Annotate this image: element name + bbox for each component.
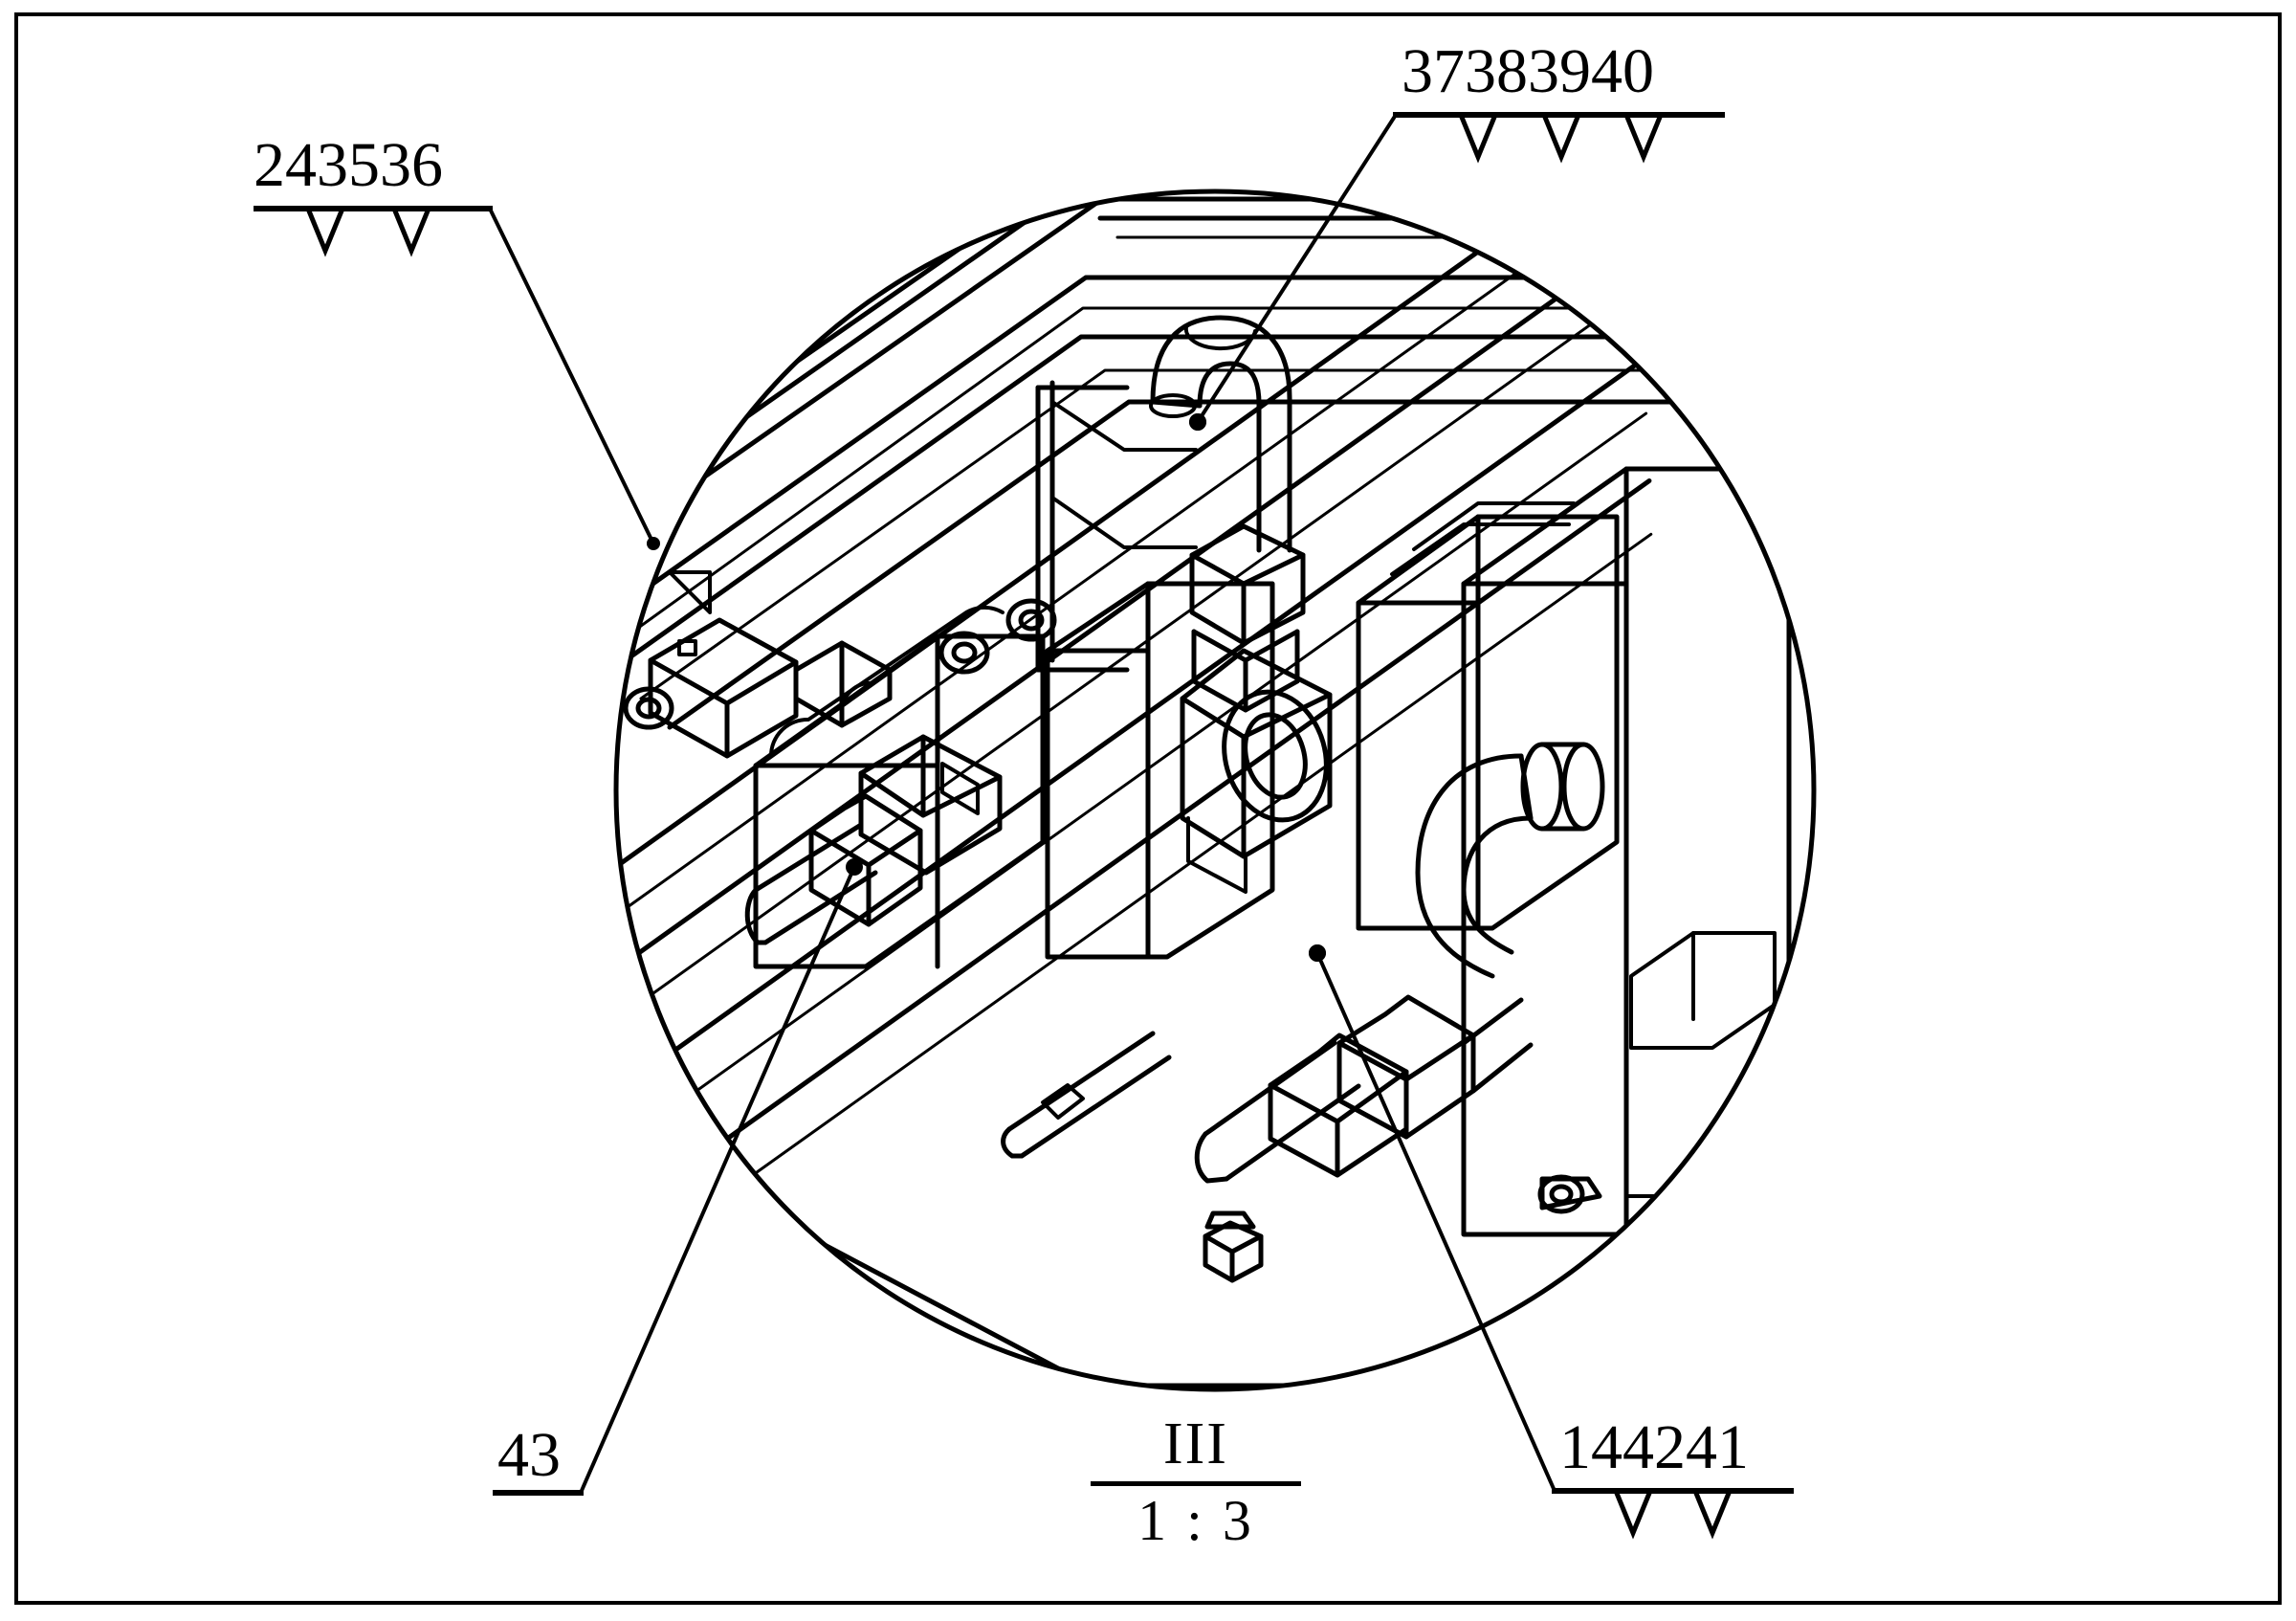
lower-pipe-to-hose	[1461, 997, 1534, 1094]
valve-block-foot	[1186, 816, 1247, 894]
lower-horizontal-pipe	[1194, 1040, 1361, 1184]
round-boss-pair	[938, 598, 1057, 675]
right-hose-elbow	[1415, 753, 1534, 979]
detail-view-id: III	[1163, 1411, 1228, 1477]
callout-underlines	[254, 112, 1794, 1496]
tick-sep	[1613, 1490, 1653, 1540]
left-cube-fitting	[648, 617, 799, 759]
detail-view-circle	[613, 189, 1817, 1392]
lower-right-bolt	[1537, 1174, 1602, 1214]
drawing-border	[14, 12, 2282, 1605]
detail-view-scale: 1 : 3	[1137, 1489, 1254, 1552]
tick-sep	[391, 208, 431, 257]
left-cube-bolt-head	[623, 686, 674, 730]
left-rod-bracket-slot	[940, 762, 980, 815]
lower-pipe-coupling	[1268, 1033, 1409, 1178]
callout-separator-ticks	[305, 114, 1733, 1540]
lower-pipe-sleeve	[1336, 994, 1476, 1140]
lower-bed-rails	[618, 193, 1652, 1189]
leader-37383940	[1196, 113, 1398, 424]
thin-rod-clip	[1041, 1083, 1085, 1120]
leader-dot-43	[846, 858, 863, 876]
mid-right-block	[1356, 514, 1620, 931]
right-housing-notch	[1629, 931, 1777, 1050]
callout-label-243536: 243536	[254, 130, 443, 200]
leader-dot-243536	[647, 537, 660, 550]
elbow-reference-dot	[1189, 413, 1206, 431]
left-horizontal-rod	[744, 822, 878, 945]
lower-bed-rail-edges	[618, 193, 1653, 1236]
left-cube-top-marker	[677, 639, 697, 656]
thin-connector-rod	[1001, 1031, 1172, 1159]
vertical-rib-plate-fold	[1050, 400, 1198, 549]
vertical-elbow-pipe	[1150, 315, 1292, 553]
bottom-apron-plate	[820, 1241, 1457, 1388]
mid-right-block-top-lip	[1390, 501, 1576, 576]
tick-sep	[1458, 114, 1498, 164]
leader-243536	[488, 208, 655, 544]
leader-43	[579, 866, 856, 1494]
bottom-hex-bolt	[1203, 1210, 1264, 1283]
right-hose-flange	[1520, 742, 1605, 832]
valve-block-under-pipe	[1180, 648, 1333, 859]
tick-sep	[1541, 114, 1581, 164]
right-housing-lower-foot	[1624, 1194, 1777, 1303]
callout-label-37383940: 37383940	[1402, 36, 1654, 106]
tick-sep	[1623, 114, 1664, 164]
lower-left-gusset	[668, 570, 712, 614]
tick-sep	[305, 208, 345, 257]
pipe-elbow-top-cap	[1149, 325, 1257, 418]
pipe-union-nut-upper	[1189, 523, 1306, 646]
tick-sep	[1692, 1490, 1733, 1540]
detail-label-rule	[1091, 1481, 1301, 1486]
detail-view-label: III 1 : 3	[1091, 1414, 1301, 1549]
pipe-reference-dot	[1309, 944, 1326, 962]
left-cube-stud	[793, 640, 893, 728]
right-housing-block	[1461, 466, 1792, 1237]
callout-label-144241: 144241	[1559, 1412, 1749, 1482]
isometric-assembly	[618, 193, 1812, 1388]
callout-label-43: 43	[497, 1420, 561, 1490]
